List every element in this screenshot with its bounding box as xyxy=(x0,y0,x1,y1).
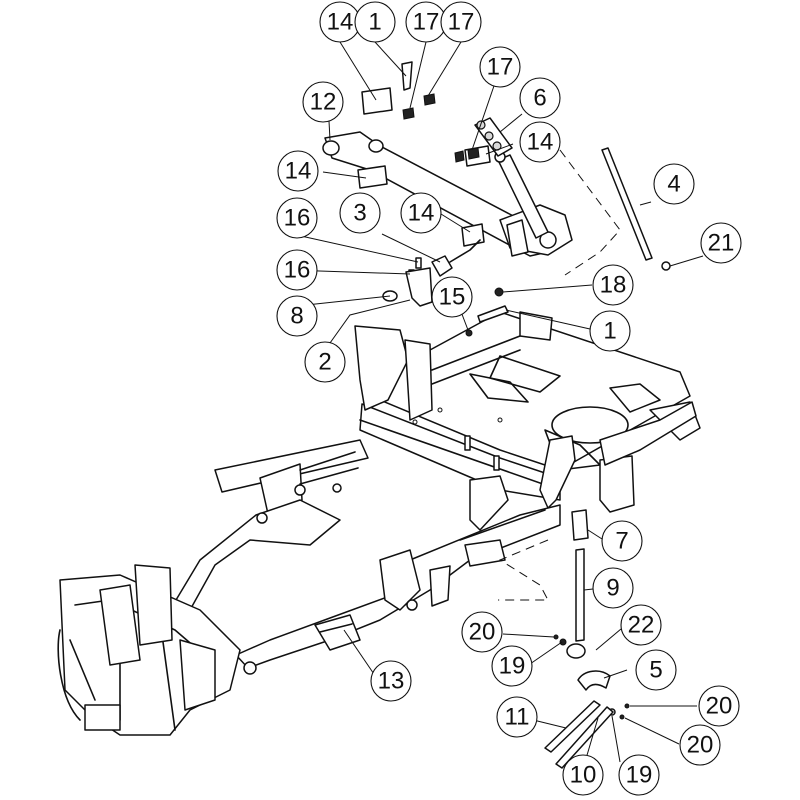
cable-11 xyxy=(544,700,601,753)
callout-label: 11 xyxy=(505,704,530,731)
callout-label: 22 xyxy=(628,612,655,639)
callout-label: 9 xyxy=(606,575,619,602)
clip-21 xyxy=(661,261,671,271)
callout-20-c: 20 xyxy=(679,724,721,766)
callout-label: 16 xyxy=(284,257,311,284)
callout-label: 20 xyxy=(687,732,714,759)
callout-label: 14 xyxy=(285,158,312,185)
dashed-guide-lower xyxy=(498,539,549,601)
callout-label: 14 xyxy=(527,129,554,156)
callout-20-b: 20 xyxy=(698,685,740,727)
callout-2: 2 xyxy=(304,341,346,383)
clip-19 xyxy=(559,638,567,646)
callout-label: 17 xyxy=(487,54,514,81)
callout-label: 18 xyxy=(600,272,627,299)
callout-18: 18 xyxy=(592,264,634,306)
nut-18 xyxy=(494,287,504,297)
callout-label: 3 xyxy=(353,200,366,227)
callout-17-b: 17 xyxy=(440,1,482,43)
callout-label: 19 xyxy=(499,653,526,680)
pedal-7 xyxy=(571,509,589,541)
callout-label: 15 xyxy=(439,284,466,311)
callout-11: 11 xyxy=(496,696,538,738)
callout-20-a: 20 xyxy=(461,611,503,653)
callout-label: 6 xyxy=(533,85,546,112)
callout-14-left: 14 xyxy=(277,150,319,192)
callout-21: 21 xyxy=(700,222,742,264)
callout-label: 1 xyxy=(368,9,381,36)
callout-14-mid: 14 xyxy=(400,192,442,234)
nut-17 xyxy=(402,93,480,163)
callout-3: 3 xyxy=(339,192,381,234)
callout-17-a: 17 xyxy=(405,1,447,43)
callout-15: 15 xyxy=(431,276,473,318)
rod-9 xyxy=(575,548,585,642)
callout-16-a: 16 xyxy=(276,197,318,239)
callout-16-b: 16 xyxy=(276,249,318,291)
callout-1-top: 1 xyxy=(354,1,396,43)
callout-19-a: 19 xyxy=(491,645,533,687)
clamp-5 xyxy=(577,670,611,691)
callout-label: 7 xyxy=(615,528,628,555)
callout-8: 8 xyxy=(276,295,318,337)
callout-14-top: 14 xyxy=(319,1,361,43)
callout-label: 5 xyxy=(649,657,662,684)
callout-label: 14 xyxy=(327,9,354,36)
callout-1-mid: 1 xyxy=(589,310,631,352)
callout-label: 13 xyxy=(378,668,405,695)
callout-label: 17 xyxy=(413,9,440,36)
callout-label: 17 xyxy=(448,9,475,36)
pin-1-lower xyxy=(477,305,509,323)
callout-13: 13 xyxy=(370,660,412,702)
cable-10 xyxy=(555,706,614,769)
callout-label: 1 xyxy=(603,318,616,345)
callout-22: 22 xyxy=(620,604,662,646)
callout-4: 4 xyxy=(653,163,695,205)
pedal-shaft-assembly xyxy=(322,131,573,257)
callout-5: 5 xyxy=(635,649,677,691)
callout-label: 2 xyxy=(318,349,331,376)
callout-label: 20 xyxy=(469,619,496,646)
callout-12: 12 xyxy=(302,81,344,123)
callout-label: 19 xyxy=(626,762,653,789)
callout-label: 16 xyxy=(284,205,311,232)
callout-14-right: 14 xyxy=(519,121,561,163)
callout-10: 10 xyxy=(562,754,604,796)
callout-label: 14 xyxy=(408,200,435,227)
dashed-guide xyxy=(559,149,621,276)
callout-6: 6 xyxy=(519,77,561,119)
cable-3 xyxy=(431,239,481,277)
callout-7: 7 xyxy=(601,520,643,562)
fitting-22 xyxy=(566,643,586,659)
callout-9: 9 xyxy=(592,567,634,609)
callout-17-c: 17 xyxy=(479,46,521,88)
callout-label: 21 xyxy=(708,230,735,257)
bracket-8 xyxy=(405,267,433,307)
callout-label: 8 xyxy=(290,303,303,330)
callout-label: 20 xyxy=(706,693,733,720)
callout-label: 12 xyxy=(310,89,337,116)
callout-label: 4 xyxy=(667,171,680,198)
pin-1 xyxy=(401,61,413,91)
main-frame xyxy=(57,311,701,736)
callout-label: 10 xyxy=(570,762,597,789)
rod-4 xyxy=(601,147,653,261)
callout-19-b: 19 xyxy=(618,754,660,796)
